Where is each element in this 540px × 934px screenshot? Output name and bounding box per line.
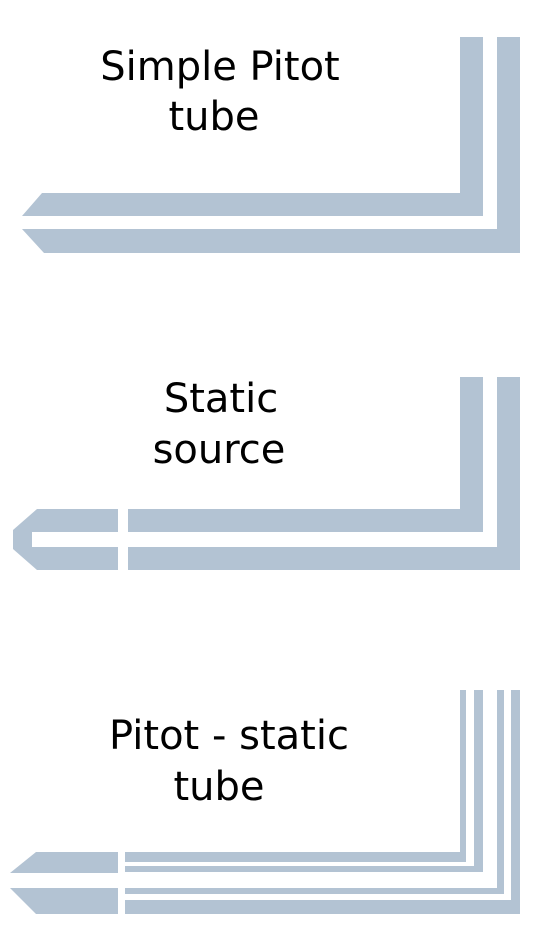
simple-pitot-inner-wall xyxy=(22,37,483,216)
simple-pitot-tube: Simple Pitot tube xyxy=(22,37,520,253)
simple-pitot-label-line1: Simple Pitot xyxy=(100,44,340,90)
pitot-static-label-line2: tube xyxy=(173,764,264,810)
pitot-static-vertical-wall-3 xyxy=(497,690,504,894)
pitot-static-label-line1: Pitot - static xyxy=(109,713,349,759)
static-source-label-line2: source xyxy=(153,427,286,473)
pitot-static-horizontal-wall-4 xyxy=(125,900,520,914)
simple-pitot-outer-wall xyxy=(22,37,520,253)
static-source-inner-wall xyxy=(128,377,483,532)
pitot-static-horizontal-wall-1 xyxy=(125,852,466,862)
pitot-static-vertical-wall-4 xyxy=(511,690,520,914)
pitot-static-nose-upper xyxy=(10,852,118,873)
pitot-static-vertical-wall-2 xyxy=(474,690,483,872)
pitot-static-horizontal-wall-2 xyxy=(125,866,483,872)
static-source-outer-wall xyxy=(128,377,520,570)
pitot-static-horizontal-wall-3 xyxy=(125,888,504,894)
pitot-static-nose-lower xyxy=(10,888,118,914)
static-source-nose-tip xyxy=(13,509,118,570)
pitot-static-vertical-wall-1 xyxy=(460,690,466,862)
static-source: Static source xyxy=(13,376,520,570)
pitot-static-tube: Pitot - static tube xyxy=(10,690,520,914)
simple-pitot-label-line2: tube xyxy=(168,94,259,140)
static-source-label-line1: Static xyxy=(164,376,278,422)
